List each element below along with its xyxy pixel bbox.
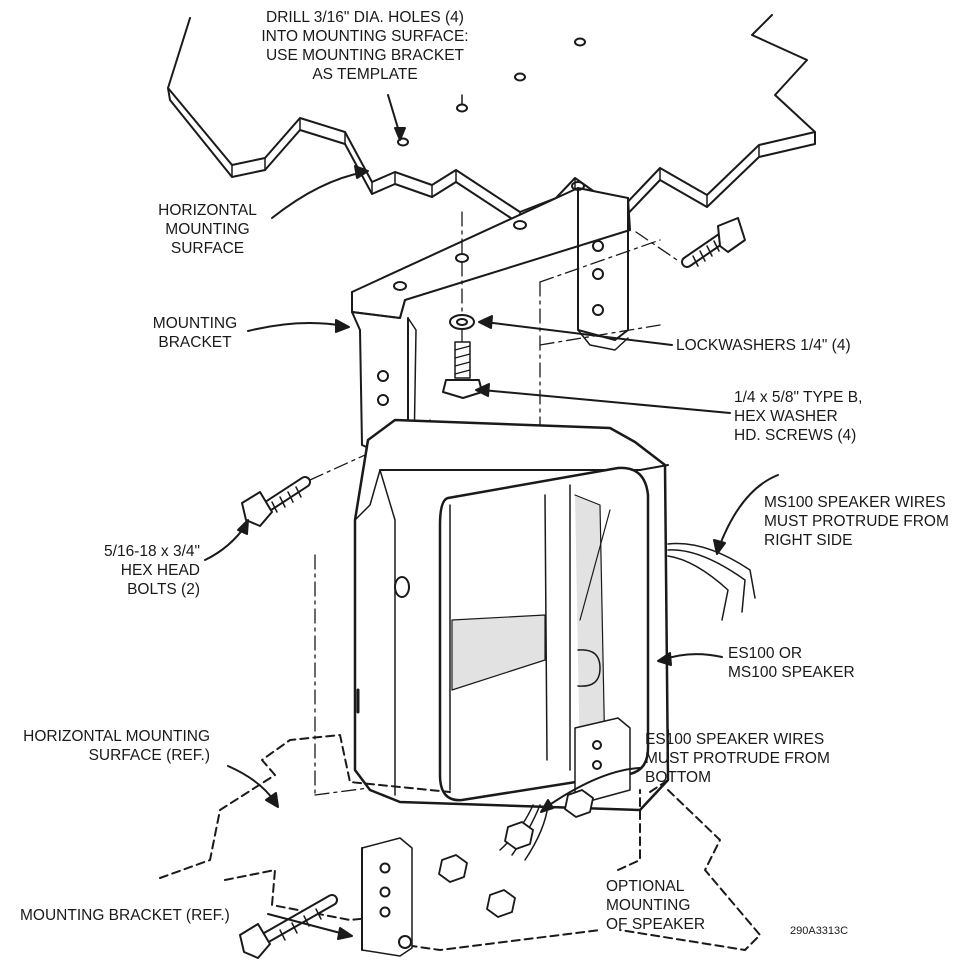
drawing-number: 290A3313C — [790, 925, 849, 937]
hex-head-bolts-label: 5/16-18 x 3/4" HEX HEAD BOLTS (2) — [104, 543, 200, 598]
mounting-bracket-label: MOUNTING BRACKET — [152, 315, 238, 351]
mounting-bracket-ref-label: MOUNTING BRACKET (REF.) — [20, 907, 230, 924]
mounting-bracket — [351, 181, 631, 463]
lower-bracket — [361, 717, 631, 957]
left-bolt — [241, 476, 311, 527]
speaker-label: ES100 OR MS100 SPEAKER — [728, 645, 855, 681]
optional-mounting-label: OPTIONAL MOUNTING OF SPEAKER — [606, 878, 706, 933]
horizontal-mounting-surface-ref-label: HORIZONTAL MOUNTING SURFACE (REF.) — [23, 728, 210, 764]
horizontal-mounting-surface-label: HORIZONTAL MOUNTING SURFACE — [158, 202, 257, 257]
leader-arrows — [204, 94, 779, 940]
ms100-wires-label: MS100 SPEAKER WIRES MUST PROTRUDE FROM R… — [764, 494, 949, 549]
lockwasher-and-screw — [442, 314, 483, 399]
upper-bolt — [681, 217, 746, 268]
es100-wires-label: ES100 SPEAKER WIRES MUST PROTRUDE FROM B… — [645, 731, 830, 786]
lockwashers-label: LOCKWASHERS 1/4" (4) — [676, 337, 851, 354]
drill-holes-label: DRILL 3/16" DIA. HOLES (4) INTO MOUNTING… — [261, 9, 469, 83]
speaker — [353, 418, 670, 812]
speaker-wires — [499, 542, 756, 861]
screws-label: 1/4 x 5/8" TYPE B, HEX WASHER HD. SCREWS… — [734, 389, 863, 444]
lower-bolt — [239, 894, 338, 959]
hex-nuts — [438, 789, 594, 918]
